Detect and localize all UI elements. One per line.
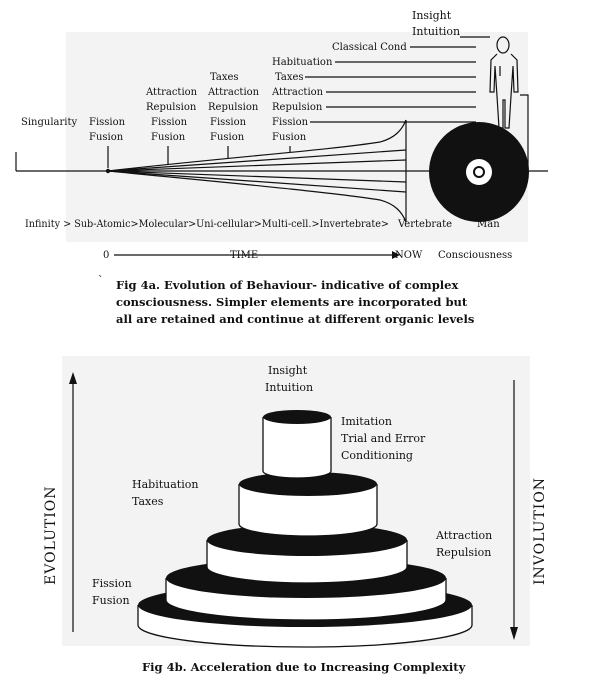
involution-arrow-head (510, 627, 518, 640)
tier-5-top (262, 410, 332, 479)
fig4b-intuition: Intuition (265, 381, 313, 394)
fig4a-caption-line3: all are retained and continue at differe… (116, 312, 474, 326)
fig4b-repulsion: Repulsion (436, 546, 491, 559)
funnel-inner-line-2 (107, 159, 407, 172)
label-man: Man (477, 219, 500, 230)
label-attraction-col2: Attraction (207, 87, 260, 98)
fig4a-caption-mark: ` (98, 274, 104, 287)
funnel-upper-edge (107, 119, 407, 172)
fig4b-taxes: Taxes (132, 495, 164, 508)
consciousness-wheel (429, 122, 529, 222)
fig4b-trial-error: Trial and Error (341, 432, 426, 445)
label-taxes-right: Taxes (275, 72, 304, 83)
funnel-lower-edge (107, 170, 407, 223)
evolution-arrow-head (69, 372, 77, 384)
label-fission-col1: Fission (151, 117, 188, 128)
label-habituation-right: Habituation (272, 57, 333, 68)
scale-line-text: Infinity > Sub-Atomic>Molecular>Uni-cell… (25, 219, 389, 230)
label-consciousness: Consciousness (438, 250, 512, 261)
tier-4 (238, 472, 378, 537)
label-fusion-right: Fusion (272, 132, 307, 143)
fig4a-diagram: O Insight Intuition Classical Cond Habit… (15, 9, 548, 326)
label-fusion-col2: Fusion (210, 132, 245, 143)
label-repulsion-right: Repulsion (272, 102, 323, 113)
evolution-label: EVOLUTION (43, 486, 59, 586)
time-label: TIME (230, 250, 258, 261)
fig4b-imitation: Imitation (341, 415, 392, 428)
fig4b-diagram: Insight Intuition Imitation Trial and Er… (43, 356, 548, 674)
label-taxes-col: Taxes (210, 72, 239, 83)
man-figure (489, 36, 519, 129)
label-attraction-right: Attraction (271, 87, 324, 98)
fig4b-habituation: Habituation (132, 478, 198, 491)
label-singularity: Singularity (21, 117, 77, 128)
label-attraction-col1: Attraction (145, 87, 198, 98)
fig4a-caption-line2: consciousness. Simpler elements are inco… (116, 295, 468, 309)
fig4b-caption: Fig 4b. Acceleration due to Increasing C… (142, 660, 466, 674)
label-fission-col2: Fission (210, 117, 247, 128)
funnel-inner-line-4 (107, 170, 407, 193)
label-fission-col0: Fission (89, 117, 126, 128)
funnel-inner-line-3 (107, 170, 407, 183)
label-fusion-col1: Fusion (151, 132, 186, 143)
label-classical-cond: Classical Cond (332, 42, 407, 53)
label-fission-right: Fission (272, 117, 309, 128)
fig4b-fission: Fission (92, 577, 132, 590)
funnel-inner-line-1 (107, 149, 407, 172)
fig4a-caption-line1: Fig 4a. Evolution of Behaviour- indicati… (116, 278, 458, 292)
involution-label: INVOLUTION (532, 477, 548, 585)
label-repulsion-col1: Repulsion (146, 102, 197, 113)
origin-point (105, 168, 111, 174)
label-insight-top: Insight (412, 9, 452, 22)
time-arrow-head (392, 251, 400, 259)
fig4b-attraction: Attraction (435, 529, 492, 542)
fig4b-fusion: Fusion (92, 594, 130, 607)
label-vertebrate: Vertebrate (397, 219, 452, 230)
time-now: NOW (395, 250, 423, 261)
label-fusion-col0: Fusion (89, 132, 124, 143)
time-zero: 0 (103, 250, 109, 261)
label-repulsion-col2: Repulsion (208, 102, 259, 113)
fig4b-insight: Insight (268, 364, 308, 377)
fig4b-conditioning: Conditioning (341, 449, 413, 462)
label-intuition-top: Intuition (412, 25, 460, 38)
